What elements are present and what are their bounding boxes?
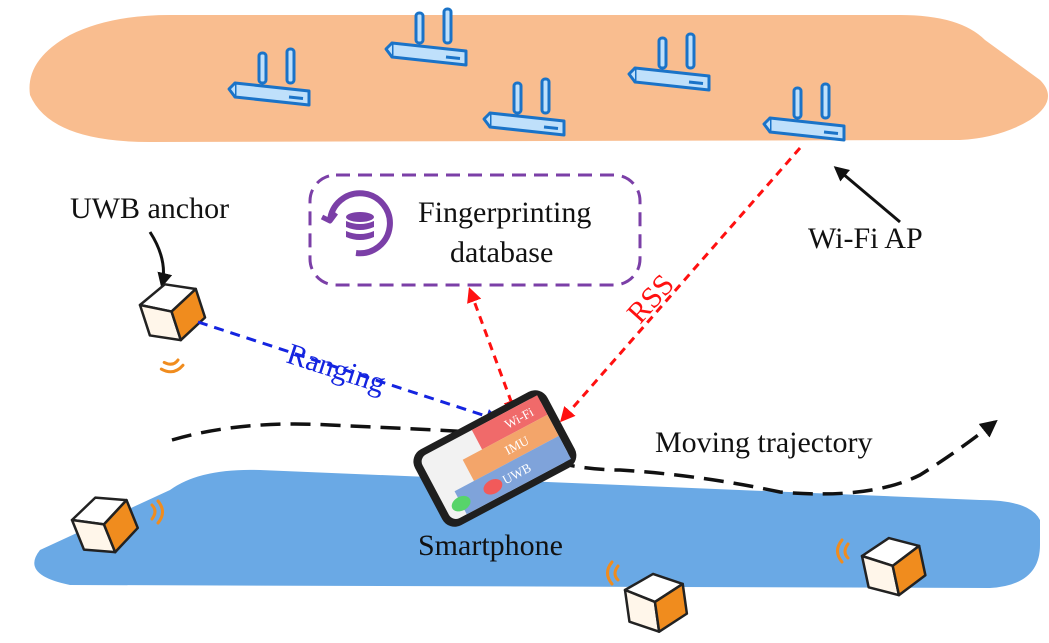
phone-green-button xyxy=(451,495,471,512)
uwb-anchor-box-icon xyxy=(135,274,211,350)
uwb-anchor-pointer-arrow xyxy=(148,231,173,288)
smartphone-label: Smartphone xyxy=(418,529,563,562)
moving-trajectory-label: Moving trajectory xyxy=(655,426,872,459)
database-link-arrow xyxy=(467,287,518,415)
floor-plane xyxy=(34,469,1041,588)
rss-label: RSS xyxy=(621,268,681,330)
fingerprinting-label-line1: Fingerprinting xyxy=(418,196,591,229)
ranging-arrow xyxy=(197,320,501,424)
fingerprinting-database: Fingerprinting database xyxy=(308,173,642,287)
signal-waves-icon xyxy=(158,357,186,375)
moving-trajectory-path xyxy=(171,419,998,496)
uwb-anchor-label: UWB anchor xyxy=(70,192,229,225)
database-sync-icon xyxy=(320,190,393,257)
fingerprinting-label-line2: database xyxy=(450,236,553,269)
ranging-label: Ranging xyxy=(283,337,390,400)
wifi-ap-pointer-arrow xyxy=(833,166,901,224)
smartphone-icon: Wi-Fi IMU UWB xyxy=(413,390,577,527)
phone-red-button xyxy=(483,479,503,495)
rss-arrow xyxy=(560,147,802,423)
wifi-ap-label: Wi-Fi AP xyxy=(808,222,923,255)
